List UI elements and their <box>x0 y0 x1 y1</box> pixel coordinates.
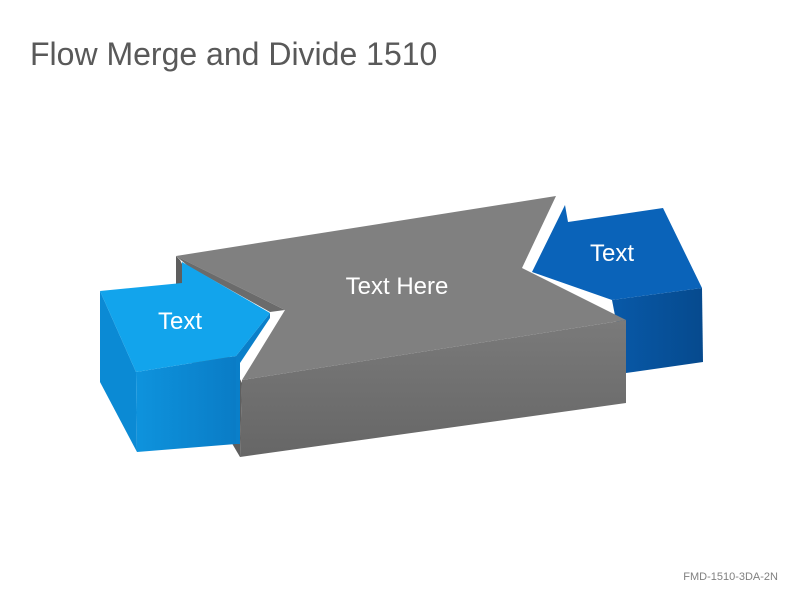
slide-code: FMD-1510-3DA-2N <box>683 571 778 583</box>
left-arrow-side <box>100 291 137 452</box>
page-title: Flow Merge and Divide 1510 <box>30 36 438 72</box>
center-block-top <box>176 196 626 380</box>
left-arrow-front <box>136 356 236 452</box>
center-block-front <box>240 320 626 457</box>
left-arrow-top <box>100 262 270 372</box>
left-arrow-shape <box>100 262 270 452</box>
left-arrow-tip-side <box>236 313 270 444</box>
left-arrow-label: Text <box>158 308 202 335</box>
right-arrow-front <box>612 288 703 373</box>
right-arrow-top <box>532 205 702 300</box>
center-label: Text Here <box>346 273 449 300</box>
center-block-notch-shade <box>176 256 285 312</box>
right-arrow-shape <box>532 205 703 373</box>
right-arrow-label: Text <box>590 240 634 267</box>
